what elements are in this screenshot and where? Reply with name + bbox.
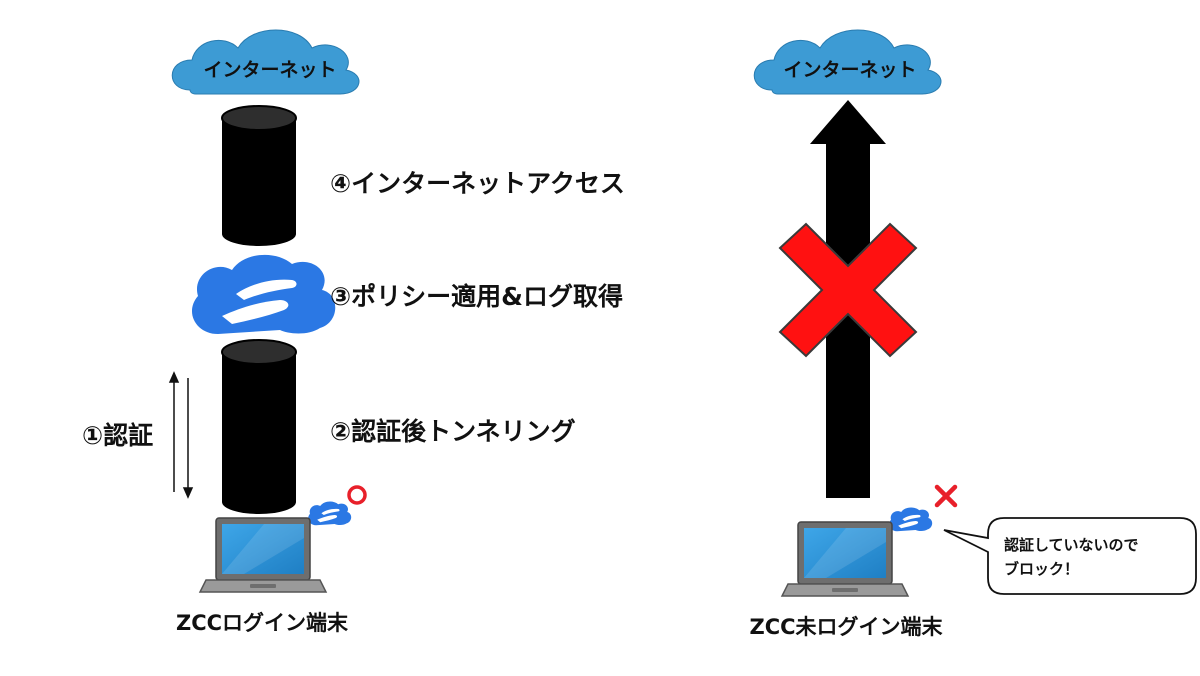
bubble-line1: 認証していないので [1004, 536, 1139, 554]
zscaler-small-logo-icon [889, 507, 933, 532]
internet-cloud-left: インターネット [171, 29, 360, 95]
step3-label: ③ポリシー適用&ログ取得 [330, 282, 623, 311]
tunnel-upper [221, 105, 297, 246]
cross-ng-icon [934, 484, 958, 508]
internet-cloud-right: インターネット [753, 29, 942, 95]
cloud-shape-icon [171, 29, 360, 95]
tunnel-lower [221, 339, 297, 514]
laptop-icon [780, 521, 910, 597]
step2-label: ②認証後トンネリング [330, 417, 576, 446]
step1-label: ①認証 [82, 421, 153, 450]
bubble-line2: ブロック！ [1004, 560, 1079, 578]
cloud-label: インターネット [783, 59, 916, 81]
device-label-right: ZCC未ログイン端末 [749, 615, 943, 639]
zscaler-logo-icon [191, 254, 336, 334]
device-label-left: ZCCログイン端末 [176, 611, 349, 635]
block-cross-icon [778, 222, 918, 358]
laptop-icon [198, 517, 328, 593]
cloud-label: インターネット [203, 59, 336, 81]
circle-ok-icon [347, 485, 367, 505]
speech-bubble: 認証していないので ブロック！ [943, 517, 1197, 595]
zscaler-small-logo-icon [308, 501, 352, 526]
step4-label: ④インターネットアクセス [330, 169, 625, 198]
auth-arrows-icon [168, 371, 194, 499]
cloud-shape-icon [753, 29, 942, 95]
